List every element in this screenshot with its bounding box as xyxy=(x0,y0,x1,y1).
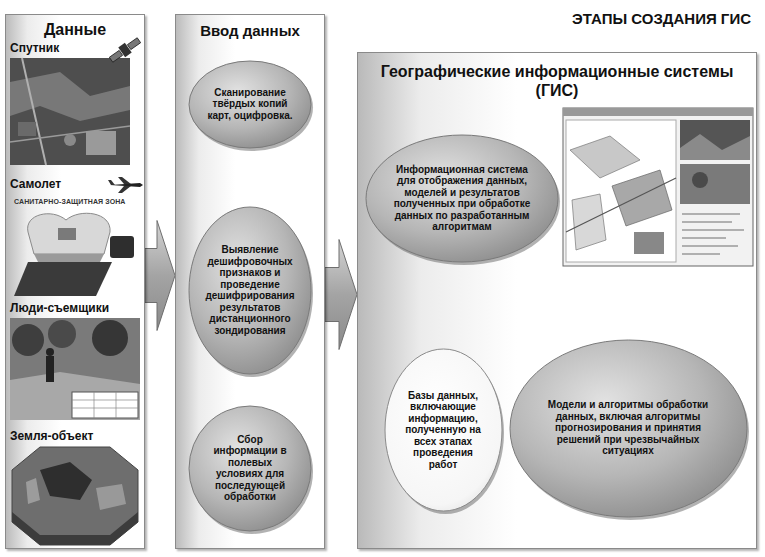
building-block xyxy=(58,228,76,240)
map-parcel xyxy=(612,170,672,226)
image-caption: Спутник xyxy=(10,41,59,55)
ellipse-text-block: Модели и алгоритмы обработки данных, вкл… xyxy=(544,399,712,457)
terrain-block xyxy=(12,447,138,545)
terrain-patch xyxy=(64,134,76,146)
image-caption: Самолет xyxy=(10,177,61,191)
ellipse-outline xyxy=(189,406,311,531)
terrain-patch xyxy=(96,484,126,510)
ellipse-text-block: Базы данных, включающие информацию, полу… xyxy=(400,390,486,471)
satellite-image xyxy=(10,58,130,165)
ellipse-text: Базы данных, включающие информацию, полу… xyxy=(400,390,486,471)
ellipse-node: Информационная система для отображения д… xyxy=(363,132,563,267)
earth-object-image xyxy=(12,447,138,545)
terrain-patch xyxy=(26,478,40,504)
satellite-photo xyxy=(10,58,130,165)
panel-fill xyxy=(357,52,757,549)
photo-ground xyxy=(10,372,140,420)
ellipse-text: Выявление дешифровочных признаков и пров… xyxy=(203,244,297,336)
person xyxy=(46,356,54,382)
ellipse-text: Сбор информации в полевых условиях для п… xyxy=(204,434,296,503)
ellipse-node: Модели и алгоритмы обработки данных, вкл… xyxy=(507,337,752,522)
satellite-icon xyxy=(108,35,143,64)
table-grid xyxy=(72,392,138,418)
panel-fill xyxy=(175,14,325,549)
map-layer xyxy=(14,262,112,296)
panel-box: Ввод данныхСканирование твёрдых копий ка… xyxy=(175,14,325,549)
terrain-patch xyxy=(10,72,130,121)
panel-box: Данные xyxy=(5,14,145,549)
panel-box: Географические информационные системы (Г… xyxy=(357,52,757,549)
ellipse-outline xyxy=(189,207,311,374)
ellipse-node: Базы данных, включающие информацию, полу… xyxy=(382,346,507,516)
ellipse-node: Выявление дешифровочных признаков и пров… xyxy=(186,204,316,379)
zone-model-image xyxy=(14,213,134,296)
ellipse-text-block: Информационная система для отображения д… xyxy=(392,164,532,233)
window-bar xyxy=(563,108,753,116)
terrain-patch xyxy=(40,462,92,500)
map-road xyxy=(566,178,676,232)
gis-screenshot xyxy=(563,108,753,266)
map-parcel xyxy=(570,136,640,178)
image-caption: Люди-съемщики xyxy=(10,301,109,315)
plane-tail xyxy=(108,180,115,185)
plane-wing xyxy=(118,177,131,184)
surveyors-photo xyxy=(10,318,140,420)
flow-arrow xyxy=(145,221,175,331)
person xyxy=(46,348,54,356)
photo-detail xyxy=(692,172,708,188)
image-caption: САНИТАРНО-ЗАЩИТНАЯ ЗОНА xyxy=(14,198,126,205)
tree xyxy=(12,324,44,356)
ellipse-text: Сканирование твёрдых копий карт, оцифров… xyxy=(204,87,296,122)
panel-heading: Географические информационные системы (Г… xyxy=(358,62,756,100)
photo-thumbnail xyxy=(680,164,750,204)
ellipse-text-block: Сканирование твёрдых копий карт, оцифров… xyxy=(204,87,296,122)
building-block xyxy=(110,236,134,258)
ellipse-outline xyxy=(510,340,747,517)
flow-arrow xyxy=(325,240,357,350)
terrain-patch xyxy=(18,122,36,136)
ellipse-text: Модели и алгоритмы обработки данных, вкл… xyxy=(544,399,712,457)
ellipse-node: Сканирование твёрдых копий карт, оцифров… xyxy=(186,58,316,153)
ellipse-outline xyxy=(189,61,311,148)
tree xyxy=(48,320,76,348)
data-table xyxy=(72,392,138,418)
map-parcel xyxy=(572,194,606,250)
image-caption: Земля-объект xyxy=(10,429,93,443)
info-list xyxy=(682,214,744,254)
tree xyxy=(92,320,128,356)
ellipse-node: Сбор информации в полевых условиях для п… xyxy=(186,403,316,536)
plane-wing xyxy=(118,186,131,193)
terrain-patch xyxy=(86,131,116,155)
ellipse-outline xyxy=(385,349,502,511)
panel-heading: Данные xyxy=(6,20,144,39)
zone-model xyxy=(28,213,110,254)
zone-model-side xyxy=(34,254,104,262)
solar-panel xyxy=(127,38,140,50)
map-parcel xyxy=(634,232,664,254)
ellipse-text: Информационная система для отображения д… xyxy=(392,164,532,233)
ellipse-text-block: Сбор информации в полевых условиях для п… xyxy=(204,434,296,503)
terrain-side xyxy=(12,512,138,545)
ellipse-outline xyxy=(366,135,558,262)
photo-ground xyxy=(10,318,140,420)
map-view xyxy=(566,120,676,262)
road-line xyxy=(22,58,46,165)
app-window xyxy=(563,108,753,266)
solar-panel xyxy=(109,50,122,62)
panel-fill xyxy=(5,14,145,549)
panel-heading: Ввод данных xyxy=(176,22,324,40)
ellipse-text-block: Выявление дешифровочных признаков и пров… xyxy=(203,244,297,336)
photo-detail xyxy=(680,134,750,160)
plane-icon xyxy=(108,177,143,193)
photo-thumbnail xyxy=(680,120,750,160)
diagram-title: ЭТАПЫ СОЗДАНИЯ ГИС xyxy=(572,10,751,27)
